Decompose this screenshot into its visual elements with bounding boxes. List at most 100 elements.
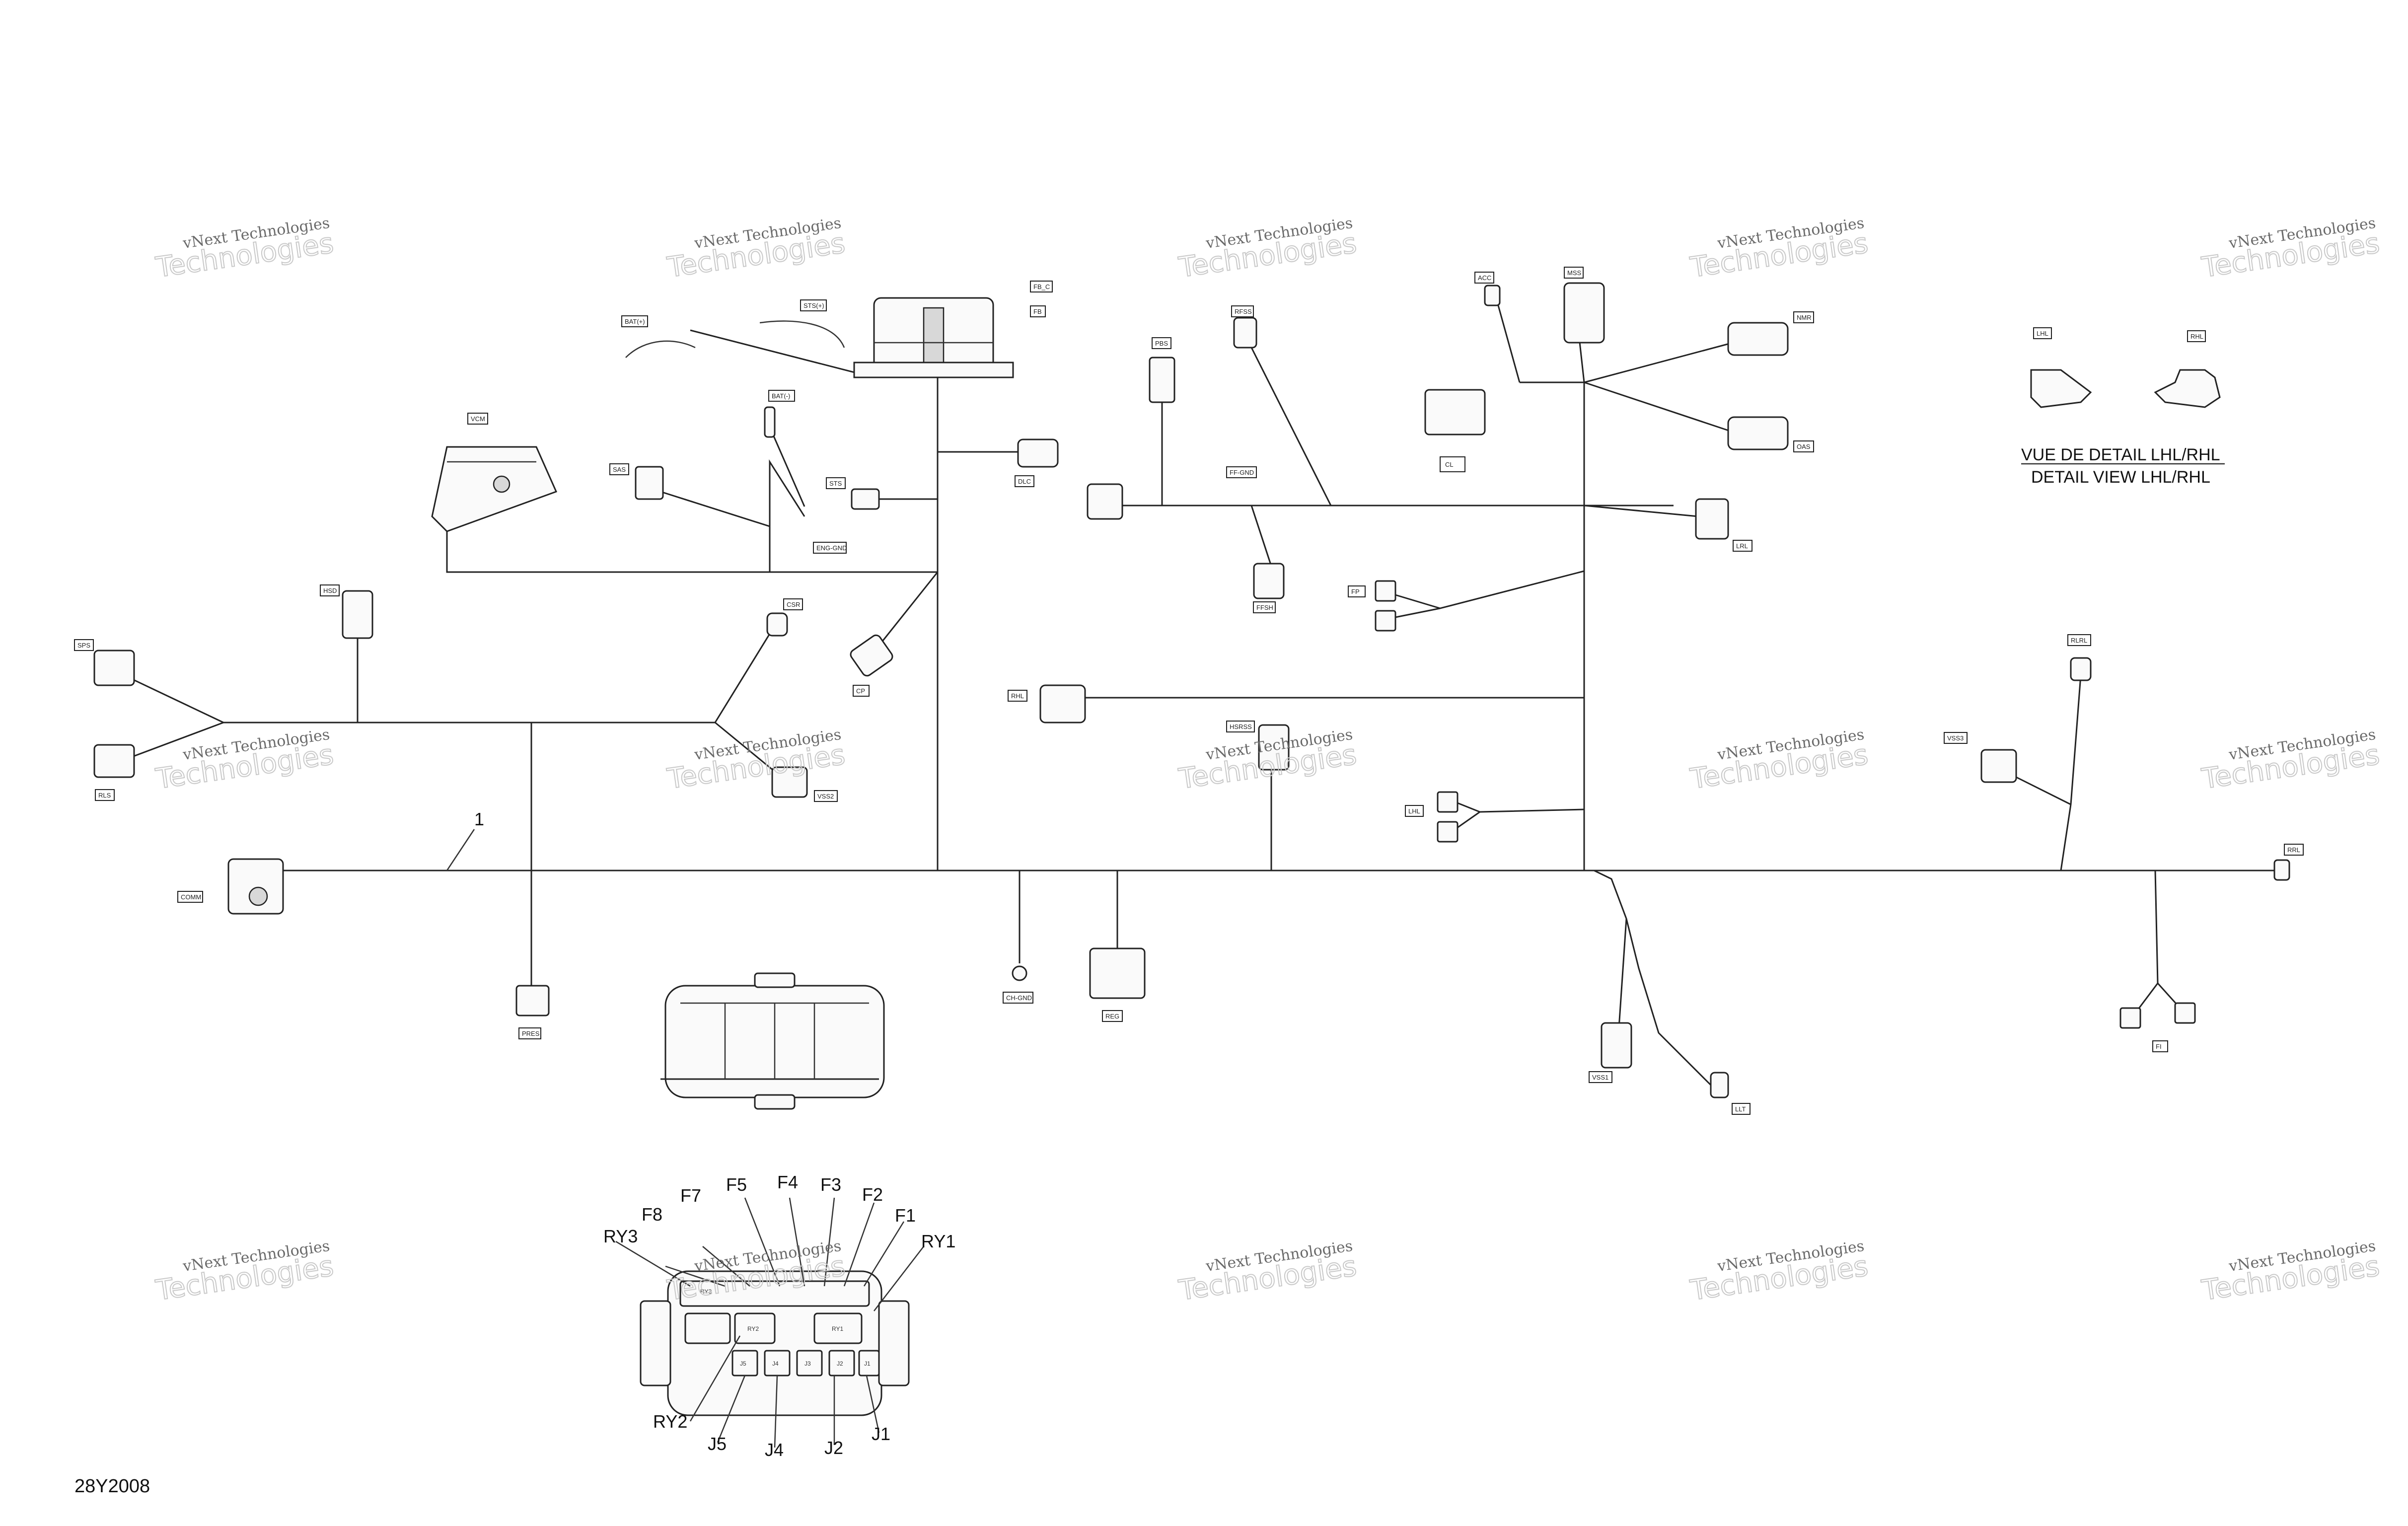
- branch-cp: [878, 572, 939, 646]
- harness-callout: 1: [446, 809, 484, 871]
- callout-j2: J2: [824, 1438, 843, 1458]
- svg-text:SAS: SAS: [613, 466, 626, 473]
- fi-terminal-2: [2174, 1002, 2196, 1024]
- tag-comm: COMM: [177, 891, 203, 903]
- svg-text:MSS: MSS: [1567, 269, 1582, 277]
- svg-text:RY3: RY3: [700, 1288, 712, 1295]
- components: [93, 282, 2290, 1098]
- tag-bat-neg: BAT(-): [768, 390, 795, 402]
- fuse-callouts-top: F7 F5 F4 F3 F2 F1 F8 RY3 RY1: [603, 1172, 955, 1251]
- tag-rfss: RFSS: [1231, 305, 1254, 317]
- hsd-connector: [342, 590, 373, 639]
- svg-text:ENG-GND: ENG-GND: [816, 544, 847, 552]
- pbs-connector: [1149, 357, 1175, 403]
- vss1-connector: [1601, 1022, 1632, 1069]
- svg-text:LHL: LHL: [1408, 807, 1420, 815]
- svg-text:DLC: DLC: [1018, 478, 1031, 485]
- callout-f5: F5: [726, 1174, 747, 1195]
- svg-text:FP: FP: [1351, 588, 1360, 595]
- tag-detail-rhl: RHL: [2187, 330, 2206, 342]
- svg-text:NMR: NMR: [1797, 314, 1812, 321]
- svg-text:OAS: OAS: [1797, 443, 1811, 450]
- svg-text:COMM: COMM: [181, 893, 201, 901]
- tag-vss2: VSS2: [814, 790, 838, 802]
- fuse-callouts-bottom: RY2 J5 J4 J2 J1: [653, 1411, 890, 1460]
- svg-text:PRES: PRES: [522, 1030, 540, 1037]
- vss3-connector: [1980, 749, 2017, 783]
- cp-connector: [850, 634, 893, 677]
- vcm-module: [431, 446, 558, 532]
- svg-text:LHL: LHL: [2037, 330, 2048, 337]
- callout-f4: F4: [777, 1172, 798, 1192]
- branch-fi: [2134, 870, 2159, 1014]
- dlc-connector: [1017, 438, 1059, 468]
- tag-hsrss: HSRSS: [1226, 721, 1255, 732]
- svg-text:BAT(-): BAT(-): [772, 392, 790, 400]
- svg-text:RRL: RRL: [2287, 846, 2300, 854]
- tag-vss1: VSS1: [1589, 1071, 1612, 1083]
- tag-pres: PRES: [518, 1027, 541, 1039]
- tag-reg: REG: [1102, 1010, 1123, 1022]
- branch-fp: [1390, 570, 1585, 609]
- callout-f3: F3: [820, 1174, 841, 1195]
- tag-rhl: RHL: [1008, 690, 1027, 702]
- tag-cl: CL: [1440, 456, 1465, 472]
- svg-text:J4: J4: [772, 1360, 779, 1367]
- svg-text:J5: J5: [740, 1360, 746, 1367]
- rhl-connector: [1039, 684, 1086, 724]
- detail-view: LHL RHL VUE DE DETAIL LHL/RHL DETAIL VIE…: [2021, 327, 2225, 487]
- svg-text:REG: REG: [1105, 1013, 1119, 1020]
- callout-f8: F8: [642, 1204, 662, 1225]
- callout-ry3: RY3: [603, 1226, 638, 1246]
- tag-cp: CP: [853, 685, 870, 697]
- svg-text:SPS: SPS: [77, 642, 90, 649]
- csr-connector: [766, 612, 788, 637]
- svg-text:HSRSS: HSRSS: [1230, 723, 1252, 730]
- tag-bat-pos: BAT(+): [621, 315, 648, 327]
- tag-lhl: LHL: [1405, 805, 1424, 817]
- tag-llt: LLT: [1732, 1103, 1751, 1115]
- tag-hsd: HSD: [320, 584, 340, 596]
- fuse-box-housing: [853, 297, 1014, 378]
- branch-ffsh: [1250, 505, 1272, 567]
- branch-rfss: [1245, 337, 1332, 506]
- branch-acc: [1494, 292, 1521, 383]
- tag-oas: OAS: [1793, 440, 1814, 452]
- pres-connector: [515, 985, 550, 1017]
- detail-title-fr: VUE DE DETAIL LHL/RHL: [2021, 445, 2220, 464]
- svg-text:RHL: RHL: [2190, 333, 2203, 340]
- tag-dlc: DLC: [1015, 475, 1034, 487]
- detail-title-en: DETAIL VIEW LHL/RHL: [2031, 468, 2210, 487]
- harness-wires: [124, 292, 2279, 1093]
- detail-lhl-part: [2030, 369, 2092, 408]
- ff-connector: [1087, 483, 1123, 520]
- fuse-box-detail: RY3 RY2 RY1 J5 J4 J3 J2 J1: [603, 1172, 955, 1460]
- mss-connector: [1563, 282, 1605, 344]
- tag-vss3: VSS3: [1944, 732, 1968, 744]
- ch-gnd-eyelet: [1012, 965, 1027, 981]
- branch-oas: [1584, 381, 1734, 433]
- tag-sas: SAS: [609, 463, 629, 475]
- tag-mss: MSS: [1564, 267, 1584, 279]
- svg-text:ACC: ACC: [1478, 274, 1491, 282]
- acc-connector: [1484, 285, 1501, 306]
- callout-j5: J5: [708, 1434, 727, 1454]
- tag-nmr: NMR: [1793, 311, 1814, 323]
- tag-eng-gnd: ENG-GND: [813, 542, 847, 554]
- svg-text:J2: J2: [837, 1360, 843, 1367]
- svg-text:VSS3: VSS3: [1947, 734, 1964, 742]
- oas-connector: [1727, 416, 1789, 450]
- reg-connector: [1089, 947, 1146, 999]
- svg-text:FI: FI: [2156, 1043, 2162, 1050]
- tag-sts-pos: STS(+): [800, 299, 827, 311]
- tag-rls: RLS: [95, 789, 115, 801]
- svg-text:RY2: RY2: [747, 1325, 759, 1332]
- lhl-terminal-1: [1437, 791, 1459, 813]
- svg-text:LLT: LLT: [1735, 1105, 1746, 1113]
- svg-text:LRL: LRL: [1736, 542, 1748, 550]
- svg-text:RFSS: RFSS: [1235, 308, 1252, 315]
- svg-text:STS: STS: [829, 480, 842, 487]
- tag-fb-c: FB_C: [1030, 281, 1053, 292]
- hsrss-connector: [1258, 724, 1290, 771]
